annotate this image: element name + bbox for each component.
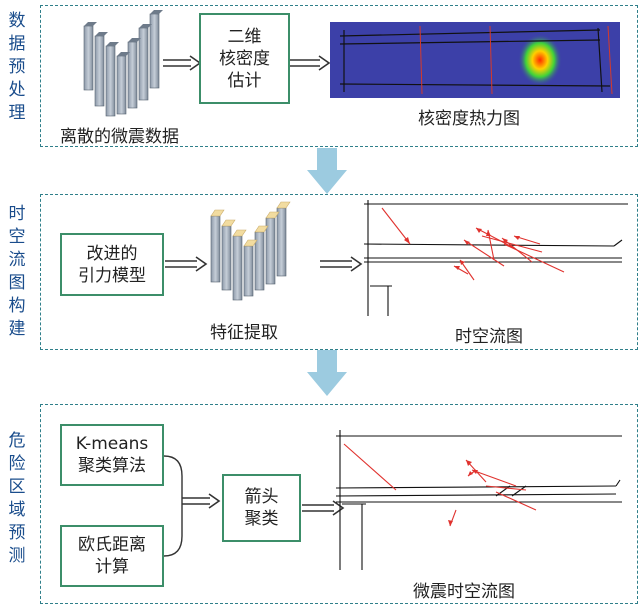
down-arrow-icon <box>307 148 347 194</box>
down-arrow-icon <box>307 350 347 396</box>
stage2-panel <box>40 194 638 350</box>
feature-caption: 特征提取 <box>210 323 278 343</box>
arrow-right-icon <box>290 55 331 71</box>
stage1-side-label: 数 据 预 处 理 <box>8 11 26 123</box>
arrow-clustering-box: 箭头 聚类 <box>222 474 301 542</box>
microseismic-flow-caption: 微震时空流图 <box>413 582 515 602</box>
arrow-right-icon <box>302 500 345 516</box>
microseismic-flow-diagram <box>335 430 622 570</box>
stage3-panel <box>40 404 638 604</box>
merge-bracket <box>163 455 221 557</box>
euclid-distance-box: 欧氏距离 计算 <box>60 525 164 587</box>
discrete-data-bars <box>83 10 163 117</box>
kde-box: 二维 核密度 估计 <box>199 13 290 104</box>
kde-heatmap <box>330 22 620 98</box>
arrow-right-icon <box>320 256 363 272</box>
feature-extraction-bars <box>210 201 291 301</box>
flow-diagram <box>363 200 628 316</box>
arrow-right-icon <box>163 55 202 71</box>
stage1-panel <box>40 5 638 147</box>
discrete-data-caption: 离散的微震数据 <box>60 127 179 147</box>
gravity-model-box: 改进的 引力模型 <box>60 233 164 296</box>
stage2-side-label: 时 空 流 图 构 建 <box>8 204 26 339</box>
stage3-side-label: 危 险 区 域 预 测 <box>8 431 26 566</box>
arrow-right-icon <box>165 256 208 272</box>
kmeans-box: K-means 聚类算法 <box>60 424 164 486</box>
flow-caption: 时空流图 <box>455 327 523 347</box>
heatmap-caption: 核密度热力图 <box>418 109 520 129</box>
